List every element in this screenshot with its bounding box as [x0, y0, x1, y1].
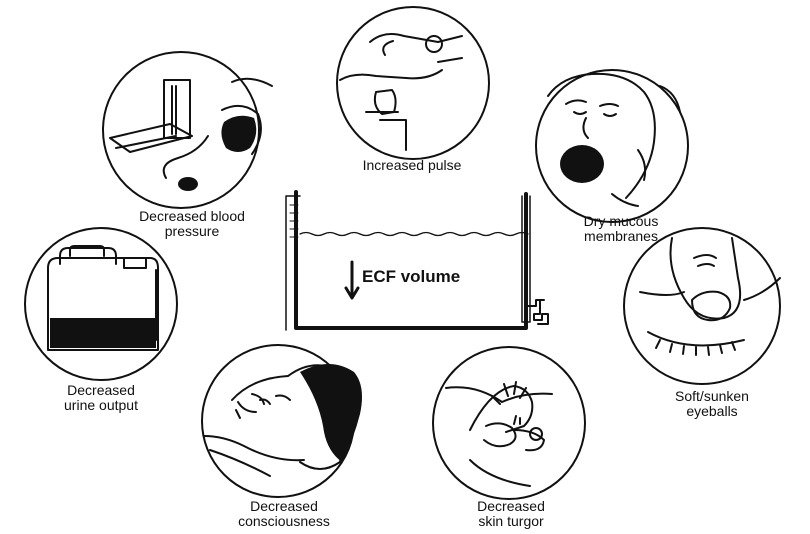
caption-line: pressure: [139, 224, 245, 239]
caption-line: consciousness: [238, 514, 330, 529]
pinched-skin-icon: [433, 347, 585, 499]
caption-line: Decreased: [64, 383, 138, 398]
wrist-pulse-icon: [337, 7, 489, 159]
hair-shape: [300, 364, 362, 462]
caption-sunken-eyeballs: Soft/sunken eyeballs: [675, 389, 749, 419]
caption-line: Decreased blood: [139, 209, 245, 224]
open-mouth-face-icon: [536, 70, 688, 222]
eyelid-finger-icon: [624, 228, 780, 384]
caption-line: Dry mucous: [584, 214, 659, 229]
caption-increased-pulse: Increased pulse: [363, 158, 462, 173]
bp-bulb-shape: [178, 177, 198, 191]
caption-line: urine output: [64, 398, 138, 413]
caption-consciousness: Decreased consciousness: [238, 499, 330, 529]
caption-line: Decreased: [477, 499, 545, 514]
caption-blood-pressure: Decreased blood pressure: [139, 209, 245, 239]
caption-line: Increased pulse: [363, 158, 462, 173]
caption-line: Soft/sunken: [675, 389, 749, 404]
caption-line: skin turgor: [477, 514, 545, 529]
urine-level-shape: [50, 318, 156, 348]
ecf-volume-label: ECF volume: [362, 267, 460, 287]
caption-line: eyeballs: [675, 404, 749, 419]
urine-jug-icon: [25, 228, 177, 380]
bp-cuff-shape: [221, 116, 256, 152]
caption-line: membranes: [584, 229, 659, 244]
caption-dry-mucous: Dry mucous membranes: [584, 214, 659, 244]
caption-urine-output: Decreased urine output: [64, 383, 138, 413]
caption-line: Decreased: [238, 499, 330, 514]
open-mouth-shape: [560, 145, 604, 183]
down-arrow-icon: [346, 262, 358, 298]
ecf-tank: [286, 192, 548, 330]
caption-skin-turgor: Decreased skin turgor: [477, 499, 545, 529]
